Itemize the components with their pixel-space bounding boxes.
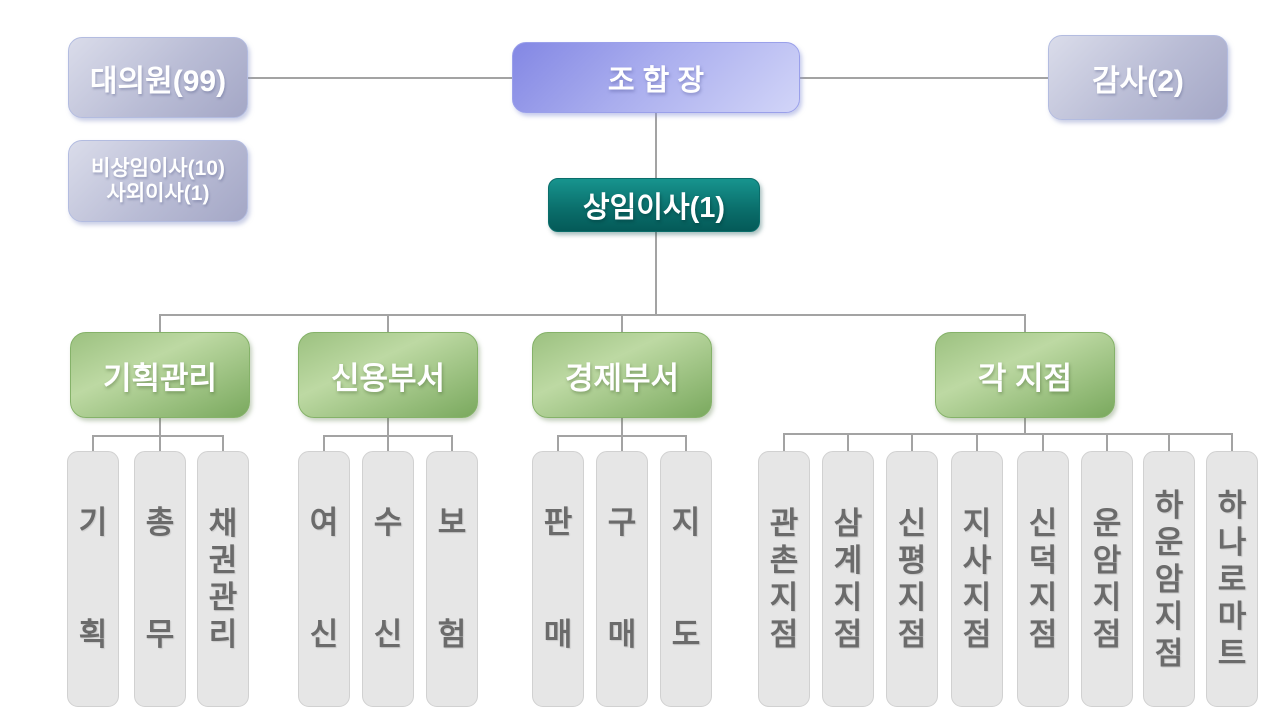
unit-column-loans: 여 신 [298,451,350,707]
connector-stub [1231,433,1233,451]
unit-column-bonds: 채 권 관 리 [197,451,249,707]
unit-column-planning: 기 획 [67,451,119,707]
connector-stub [387,435,389,451]
dept-box-credit: 신용부서 [298,332,478,418]
connector-planning-stem [159,418,161,435]
branch-column-haunam: 하 운 암 지 점 [1143,451,1195,707]
connector-chairman-auditors [800,77,1048,79]
dept-box-economy: 경제부서 [532,332,712,418]
branch-column-jisa: 지 사 지 점 [951,451,1003,707]
connector-stub [1042,433,1044,451]
connector-stub [621,435,623,451]
connector-stub [783,433,785,451]
unit-column-general: 총 무 [134,451,186,707]
unit-column-guidance: 지 도 [660,451,712,707]
delegates-box: 대의원(99) [68,37,248,118]
branch-column-sindeok: 신 덕 지 점 [1017,451,1069,707]
connector-stub [847,433,849,451]
connector-stub [557,435,559,451]
connector-stub [685,435,687,451]
branch-column-gwanchon: 관 촌 지 점 [758,451,810,707]
connector-drop-credit [387,314,389,332]
connector-economy-stem [621,418,623,435]
executive-director-box: 상임이사(1) [548,178,760,232]
connector-chairman-executive [655,113,657,178]
connector-stub [911,433,913,451]
connector-stub [92,435,94,451]
dept-box-branches: 각 지점 [935,332,1115,418]
connector-stub [1106,433,1108,451]
unit-column-insurance: 보 험 [426,451,478,707]
branch-column-hanaro-mart: 하 나 로 마 트 [1206,451,1258,707]
connector-stub [451,435,453,451]
connector-credit-stem [387,418,389,435]
branch-column-unam: 운 암 지 점 [1081,451,1133,707]
unit-column-deposits: 수 신 [362,451,414,707]
connector-planning-bus [92,435,223,437]
branch-column-sinpyeong: 신 평 지 점 [886,451,938,707]
connector-drop-economy [621,314,623,332]
connector-branches-stem [1024,418,1026,433]
unit-column-sales: 판 매 [532,451,584,707]
connector-stub [1168,433,1170,451]
connector-stub [976,433,978,451]
branch-column-samgye: 삼 계 지 점 [822,451,874,707]
connector-stub [323,435,325,451]
chairman-box: 조 합 장 [512,42,800,113]
dept-box-planning: 기획관리 [70,332,250,418]
connector-branches-bus [783,433,1232,435]
connector-drop-branches [1024,314,1026,332]
connector-stub [159,435,161,451]
connector-drop-planning [159,314,161,332]
connector-dept-bus [159,314,1025,316]
connector-stub [222,435,224,451]
connector-executive-bus [655,232,657,314]
unit-column-purchasing: 구 매 [596,451,648,707]
auditors-box: 감사(2) [1048,35,1228,120]
non-executive-directors-box: 비상임이사(10) 사외이사(1) [68,140,248,222]
connector-delegates-chairman [248,77,512,79]
